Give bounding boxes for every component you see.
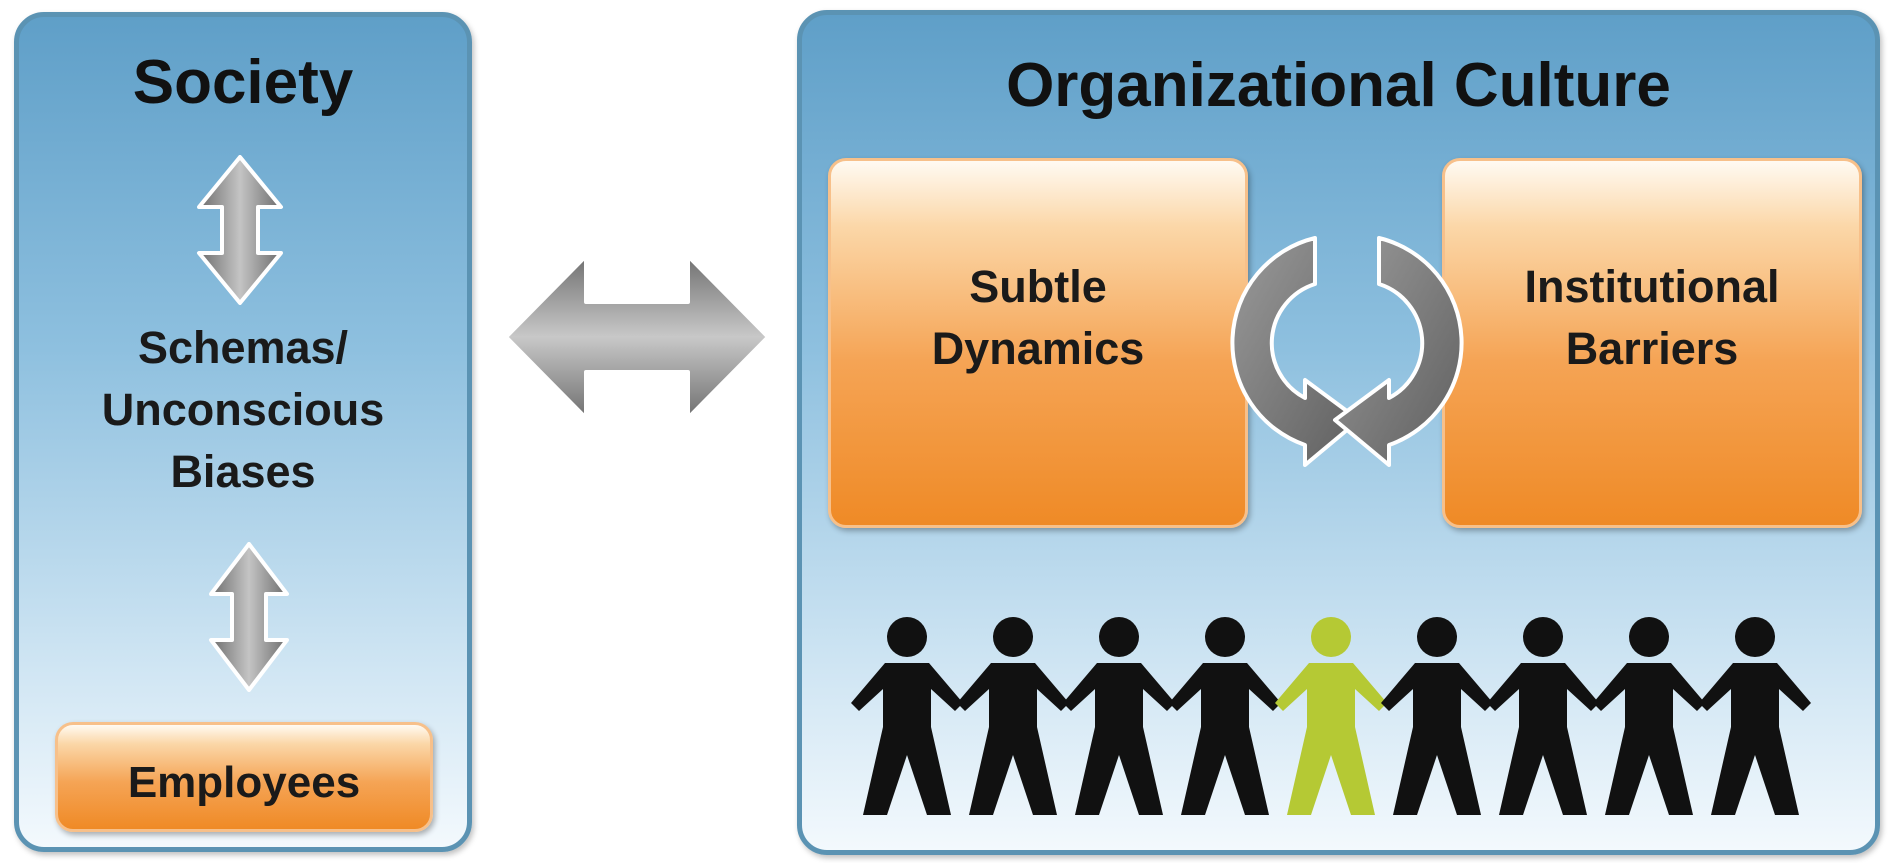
organizational-culture-panel: Organizational Culture Subtle Dynamics I… — [797, 10, 1880, 855]
organizational-culture-title: Organizational Culture — [1006, 51, 1671, 120]
person-icon — [1699, 617, 1811, 815]
subtle-dynamics-box: Subtle Dynamics — [828, 158, 1248, 528]
person-icon — [1169, 617, 1281, 815]
vertical-double-arrow-icon — [209, 542, 289, 692]
person-icon — [1487, 617, 1599, 815]
person-icon — [1593, 617, 1705, 815]
person-icon — [851, 617, 963, 815]
person-icon-highlighted — [1275, 617, 1387, 815]
people-chain — [851, 617, 1811, 815]
person-icon — [1063, 617, 1175, 815]
institutional-barriers-box: Institutional Barriers — [1442, 158, 1862, 528]
cycle-arrow-left — [1230, 236, 1361, 467]
horizontal-double-arrow-icon — [504, 254, 770, 420]
vertical-double-arrow-icon — [197, 155, 283, 305]
person-icon — [957, 617, 1069, 815]
schemas-unconscious-biases-label: Schemas/ Unconscious Biases — [101, 322, 385, 497]
cycle-arrow-right — [1333, 236, 1464, 467]
person-icon — [1381, 617, 1493, 815]
subtle-dynamics-label: Subtle Dynamics — [931, 261, 1145, 374]
institutional-barriers-label: Institutional Barriers — [1524, 261, 1780, 374]
employees-box: Employees — [55, 722, 433, 832]
society-title: Society — [132, 48, 354, 117]
society-panel: Society Schemas/ Unconscious Biases Empl… — [14, 12, 472, 852]
employees-label: Employees — [127, 758, 361, 807]
cycle-arrows-icon — [1230, 236, 1464, 467]
